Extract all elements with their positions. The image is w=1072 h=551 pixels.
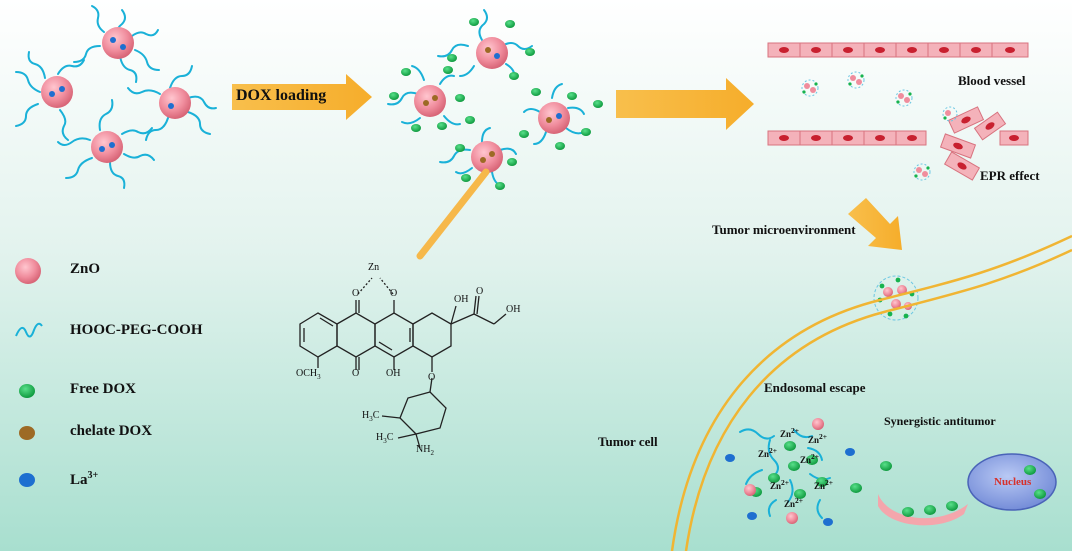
structure-oh-label: OH: [454, 294, 469, 305]
structure-h3c-label: H3C: [376, 432, 394, 445]
zn-ion-label: Zn2+: [808, 432, 828, 445]
structure-o-label: O: [390, 288, 398, 299]
dox-zn-structure: [299, 277, 507, 449]
zn-ion-label: Zn2+: [784, 496, 804, 509]
structure-zn-label: Zn: [368, 262, 380, 273]
structure-o-label: O: [352, 368, 360, 379]
circulating-nanoparticles: [801, 71, 958, 181]
zn-ion-label: Zn2+: [800, 452, 820, 465]
structure-och3-label: OCH3: [296, 368, 321, 381]
znO-particles-unloaded: [41, 27, 191, 163]
cell-membrane: [670, 234, 1072, 551]
nanoparticle-cluster-unloaded: [15, 5, 217, 189]
free-dox-molecules: [389, 18, 603, 190]
structure-nh2-label: NH2: [416, 444, 434, 457]
released-la-ions: [725, 448, 855, 526]
legend-free-dox-label: Free DOX: [70, 381, 136, 397]
circulation-arrow: [616, 78, 754, 130]
nuclear-entry-arrow: [878, 494, 968, 526]
synergistic-antitumor-label: Synergistic antitumor: [884, 414, 996, 428]
blood-vessel-top-wall: [767, 42, 1029, 58]
endosomal-escape-label: Endosomal escape: [764, 380, 866, 395]
tumor-arrow: [848, 198, 902, 250]
epr-effect-label: EPR effect: [980, 168, 1040, 183]
znO-particles-loaded: [414, 37, 570, 173]
tumor-cell-label: Tumor cell: [598, 434, 658, 449]
zn-ion-label: Zn2+: [758, 446, 778, 459]
released-dox: [750, 441, 892, 499]
released-zno: [744, 418, 824, 524]
structure-o-label: O: [352, 288, 360, 299]
nucleus-label: Nucleus: [994, 476, 1032, 488]
legend-symbols: [15, 258, 43, 487]
zn-ion-label: Zn2+: [814, 478, 834, 491]
legend-peg-label: HOOC-PEG-COOH: [70, 322, 203, 338]
legend-chelate-dox-label: chelate DOX: [70, 423, 153, 439]
structure-oh-label: OH: [386, 368, 401, 379]
blood-vessel-label: Blood vessel: [958, 73, 1026, 88]
blood-vessel-bottom-wall: [767, 106, 1029, 181]
zn-ion-label: Zn2+: [780, 426, 800, 439]
structure-h3c-label: H3C: [362, 410, 380, 423]
dox-toward-nucleus: [902, 501, 958, 517]
legend-la-label: La3+: [70, 470, 99, 488]
zn-ion-label: Zn2+: [770, 478, 790, 491]
released-complex: [739, 428, 831, 519]
legend-zno-label: ZnO: [70, 261, 101, 277]
dox-loading-label: DOX loading: [236, 87, 327, 104]
dox-loading-arrow: [232, 74, 372, 120]
structure-o-label: O: [476, 286, 484, 297]
nucleus: [967, 453, 1057, 511]
structure-oh-label: OH: [506, 304, 521, 315]
tumor-microenvironment-label: Tumor microenvironment: [712, 222, 856, 237]
chelation-pointer: [416, 168, 490, 260]
structure-o-label: O: [428, 372, 436, 383]
